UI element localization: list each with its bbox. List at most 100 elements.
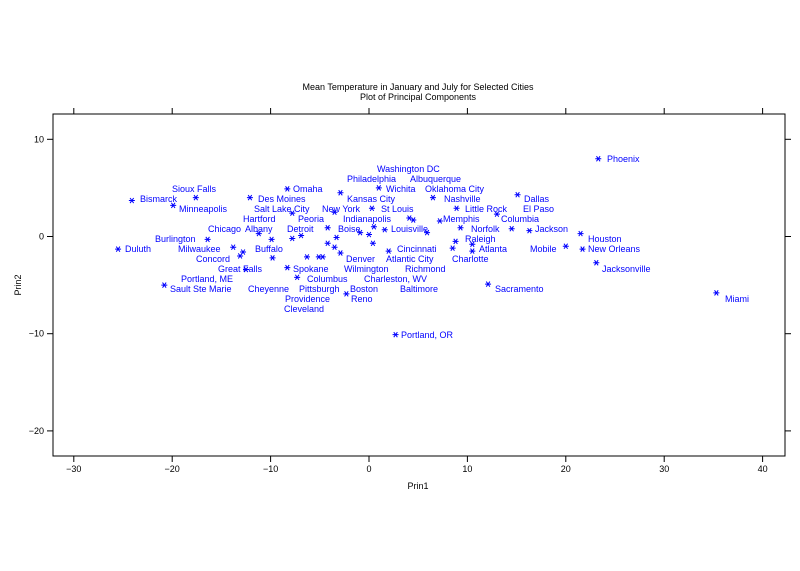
x-tick-label: 40 — [758, 464, 768, 474]
point-label: Providence — [285, 294, 330, 304]
data-point — [593, 259, 600, 266]
data-point — [453, 205, 460, 212]
point-label: Albany — [245, 224, 273, 234]
point-label: Omaha — [293, 184, 323, 194]
y-tick-label: −10 — [29, 329, 44, 339]
data-point — [337, 250, 344, 256]
data-point — [324, 224, 331, 231]
point-label: Columbus — [307, 274, 348, 284]
point-label: Sioux Falls — [172, 184, 217, 194]
data-point — [436, 218, 443, 224]
point-label: Nashville — [444, 194, 481, 204]
point-label: Oklahoma City — [425, 184, 485, 194]
point-label: Atlantic City — [386, 254, 434, 264]
data-point — [240, 249, 247, 255]
point-label: Detroit — [287, 224, 314, 234]
point-label: Little Rock — [465, 204, 508, 214]
point-label: Jackson — [535, 224, 568, 234]
point-label: Charleston, WV — [364, 274, 427, 284]
point-label: Hartford — [243, 214, 276, 224]
x-tick-label: −20 — [165, 464, 180, 474]
data-point — [457, 224, 464, 231]
data-point — [368, 205, 375, 212]
y-tick-label: 10 — [34, 134, 44, 144]
data-point — [485, 281, 492, 287]
point-label: Dallas — [524, 194, 550, 204]
point-label: St Louis — [381, 204, 414, 214]
point-label: Kansas City — [347, 194, 396, 204]
x-tick-label: 20 — [561, 464, 571, 474]
data-point — [469, 248, 476, 254]
data-point — [204, 236, 211, 243]
point-label: Cheyenne — [248, 284, 289, 294]
data-point — [469, 241, 476, 248]
data-point — [319, 254, 326, 260]
data-point — [595, 155, 602, 162]
data-point — [269, 255, 276, 261]
data-point — [170, 202, 177, 209]
data-point — [366, 231, 372, 238]
point-label: Wilmington — [344, 264, 389, 274]
point-label: Concord — [196, 254, 230, 264]
point-label: Burlington — [155, 234, 196, 244]
point-label: Raleigh — [465, 234, 496, 244]
data-point — [324, 240, 331, 247]
point-label: Great Falls — [218, 264, 263, 274]
x-axis-label: Prin1 — [407, 481, 428, 491]
data-point — [514, 191, 521, 198]
data-point — [577, 230, 584, 237]
point-label: Bismarck — [140, 194, 178, 204]
y-tick-label: −20 — [29, 426, 44, 436]
point-label: Norfolk — [471, 224, 500, 234]
data-point — [375, 185, 382, 191]
point-label: Jacksonville — [602, 264, 651, 274]
point-label: New York — [322, 204, 361, 214]
point-label: Philadelphia — [347, 174, 396, 184]
point-label: Wichita — [386, 184, 416, 194]
data-point — [298, 232, 305, 239]
data-point — [237, 253, 244, 259]
point-label: Columbia — [501, 214, 539, 224]
data-point — [294, 274, 301, 281]
point-label: Sault Ste Marie — [170, 284, 232, 294]
data-point — [192, 194, 199, 201]
chart-title: Mean Temperature in January and July for… — [303, 82, 534, 92]
data-point — [385, 248, 392, 254]
point-label: Richmond — [405, 264, 446, 274]
data-point — [424, 229, 431, 236]
point-label: Washington DC — [377, 164, 440, 174]
point-label: Miami — [725, 294, 749, 304]
x-tick-label: −30 — [66, 464, 81, 474]
point-label: Portland, ME — [181, 274, 233, 284]
data-point — [357, 229, 364, 236]
data-point — [392, 331, 399, 338]
y-tick-label: 0 — [39, 232, 44, 242]
data-point — [526, 227, 533, 234]
data-point — [161, 282, 168, 288]
point-label: Des Moines — [258, 194, 306, 204]
point-label: Portland, OR — [401, 330, 454, 340]
data-point — [115, 246, 122, 252]
x-tick-label: 10 — [462, 464, 472, 474]
point-label: Minneapolis — [179, 204, 228, 214]
data-point — [331, 209, 338, 216]
data-point — [304, 254, 311, 260]
point-label: Houston — [588, 234, 622, 244]
point-label: Sacramento — [495, 284, 544, 294]
point-label: Salt Lake City — [254, 204, 310, 214]
data-point — [369, 240, 376, 247]
point-label: Milwaukee — [178, 244, 221, 254]
data-point — [370, 223, 377, 230]
data-point — [289, 210, 296, 217]
point-label: Cleveland — [284, 304, 324, 314]
point-label: Denver — [346, 254, 375, 264]
x-tick-label: −10 — [263, 464, 278, 474]
data-point — [493, 211, 500, 217]
data-point — [268, 236, 275, 243]
data-point — [243, 266, 249, 273]
data-point — [562, 243, 569, 250]
point-label: Indianapolis — [343, 214, 392, 224]
data-point — [284, 264, 291, 271]
